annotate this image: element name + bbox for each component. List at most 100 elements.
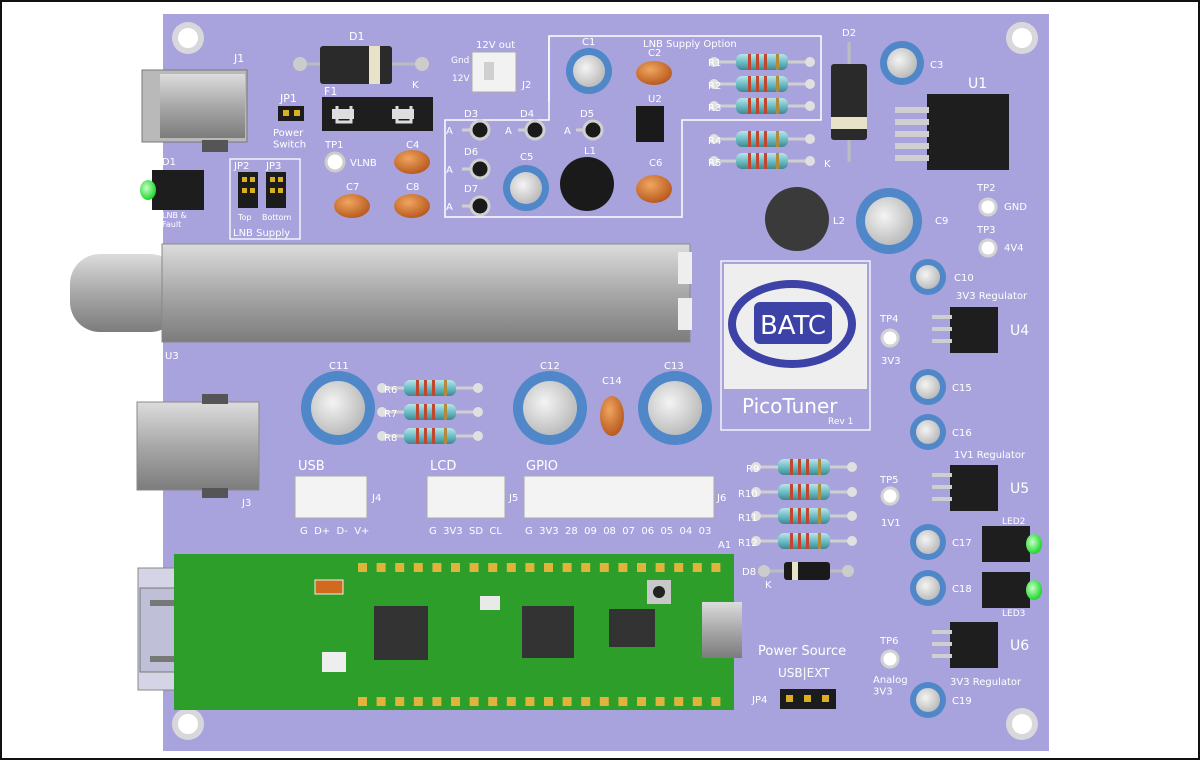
pico-pin	[488, 563, 498, 572]
pico-pin	[618, 563, 628, 572]
pico-pin	[413, 563, 423, 572]
label-C8: C8	[406, 182, 419, 193]
label-R4: R4	[708, 136, 721, 147]
label-C19: C19	[952, 696, 972, 707]
label-TP1: TP1	[324, 140, 344, 151]
pico-pin	[637, 563, 646, 572]
label-U6: U6	[1010, 638, 1029, 654]
label-gnd: Gnd	[451, 56, 469, 66]
label-TP2: TP2	[976, 183, 996, 194]
pico-pin	[637, 697, 646, 706]
jumper-JP1	[278, 106, 304, 121]
label-GND: GND	[1004, 202, 1027, 213]
lnb-supply-outline	[444, 35, 822, 218]
label-reg-3v3: 3V3 Regulator	[956, 291, 1028, 302]
pico-pin	[525, 697, 535, 706]
label-C4: C4	[406, 140, 419, 151]
resistor-r9	[751, 459, 857, 475]
pico-pin	[674, 563, 684, 572]
label-J2: J2	[521, 80, 531, 91]
label-R10: R10	[738, 489, 758, 500]
label-reg-3v3-b: 3V3 Regulator	[950, 677, 1022, 688]
label-D8-K: K	[765, 580, 772, 591]
pico-pin	[711, 563, 721, 572]
diode-D1	[293, 46, 429, 84]
electrolytic-capacitors-small	[503, 41, 946, 718]
pico-pin	[544, 563, 553, 572]
label-A2d: A	[505, 126, 512, 137]
resistor-r3	[709, 98, 815, 114]
regulator-U6	[932, 622, 998, 668]
label-R7: R7	[384, 409, 397, 420]
pico-pin	[432, 697, 442, 706]
label-lcd: LCD	[430, 459, 456, 474]
label-1v1: 1V1	[881, 518, 901, 529]
resistor-r5	[709, 153, 815, 169]
label-D1: D1	[349, 30, 364, 43]
label-R8: R8	[384, 433, 397, 444]
label-U1: U1	[968, 76, 987, 92]
label-lnb-supply: LNB Supply	[233, 228, 290, 239]
label-usb-ext: USB|EXT	[778, 666, 830, 680]
label-J5: J5	[508, 493, 518, 504]
label-C12: C12	[540, 361, 560, 372]
label-J6: J6	[716, 493, 726, 504]
led-LED1	[140, 170, 204, 210]
label-J3: J3	[241, 498, 251, 509]
pico-pin	[469, 563, 479, 572]
pico-pins	[358, 563, 721, 706]
label-C2: C2	[648, 48, 661, 59]
resistor-r4	[709, 131, 815, 147]
resistor-r7	[377, 404, 483, 420]
batc-logo: BATC	[724, 264, 867, 389]
label-power-source: Power Source	[758, 644, 846, 659]
label-C10: C10	[954, 273, 974, 284]
pico-pin	[655, 697, 665, 706]
pico-pin	[581, 563, 591, 572]
diodes-D3-D7	[462, 119, 604, 217]
ceramic-capacitors	[334, 61, 672, 436]
pico-pin	[395, 697, 405, 706]
label-4v4: 4V4	[1004, 243, 1024, 254]
label-A4d: A	[446, 165, 453, 176]
resistor-r10	[751, 484, 857, 500]
label-TP6: TP6	[879, 636, 899, 647]
pico-pin	[525, 563, 535, 572]
regulator-U5	[932, 465, 998, 511]
headers-J4-J5-J6	[294, 475, 715, 519]
label-C7: C7	[346, 182, 359, 193]
label-J1: J1	[233, 52, 244, 65]
resistor-r2	[709, 76, 815, 92]
connector-J2	[471, 51, 517, 93]
pico-pin	[674, 697, 684, 706]
label-R11: R11	[738, 513, 758, 524]
label-JP3: JP3	[265, 161, 281, 172]
label-R12: R12	[738, 538, 758, 549]
label-lnb-fault: LNB &Fault	[162, 211, 187, 229]
label-LED3: LED3	[1002, 609, 1025, 619]
label-R9: R9	[746, 464, 759, 475]
jumpers-JP2-JP3	[238, 172, 286, 208]
pico-pin	[376, 563, 386, 572]
label-rev: Rev 1	[828, 417, 853, 427]
mounting-holes	[172, 22, 1038, 740]
label-picotuner: PicoTuner	[742, 394, 838, 418]
label-D1-K: K	[412, 80, 419, 91]
pico-pin	[376, 697, 386, 706]
leds-LED2-LED3	[982, 526, 1042, 608]
logo-outline	[720, 260, 871, 431]
pico-pin	[451, 697, 460, 706]
label-D5: D5	[580, 109, 594, 120]
label-gpio: GPIO	[526, 459, 558, 474]
fuse-F1	[322, 97, 433, 131]
label-A1d: A	[446, 126, 453, 137]
label-L2: L2	[833, 216, 845, 227]
label-C6: C6	[649, 158, 662, 169]
label-C18: C18	[952, 584, 972, 595]
resistor-r8	[377, 428, 483, 444]
label-U4: U4	[1010, 323, 1029, 339]
label-R3: R3	[708, 103, 721, 114]
pico-pin	[506, 563, 516, 572]
